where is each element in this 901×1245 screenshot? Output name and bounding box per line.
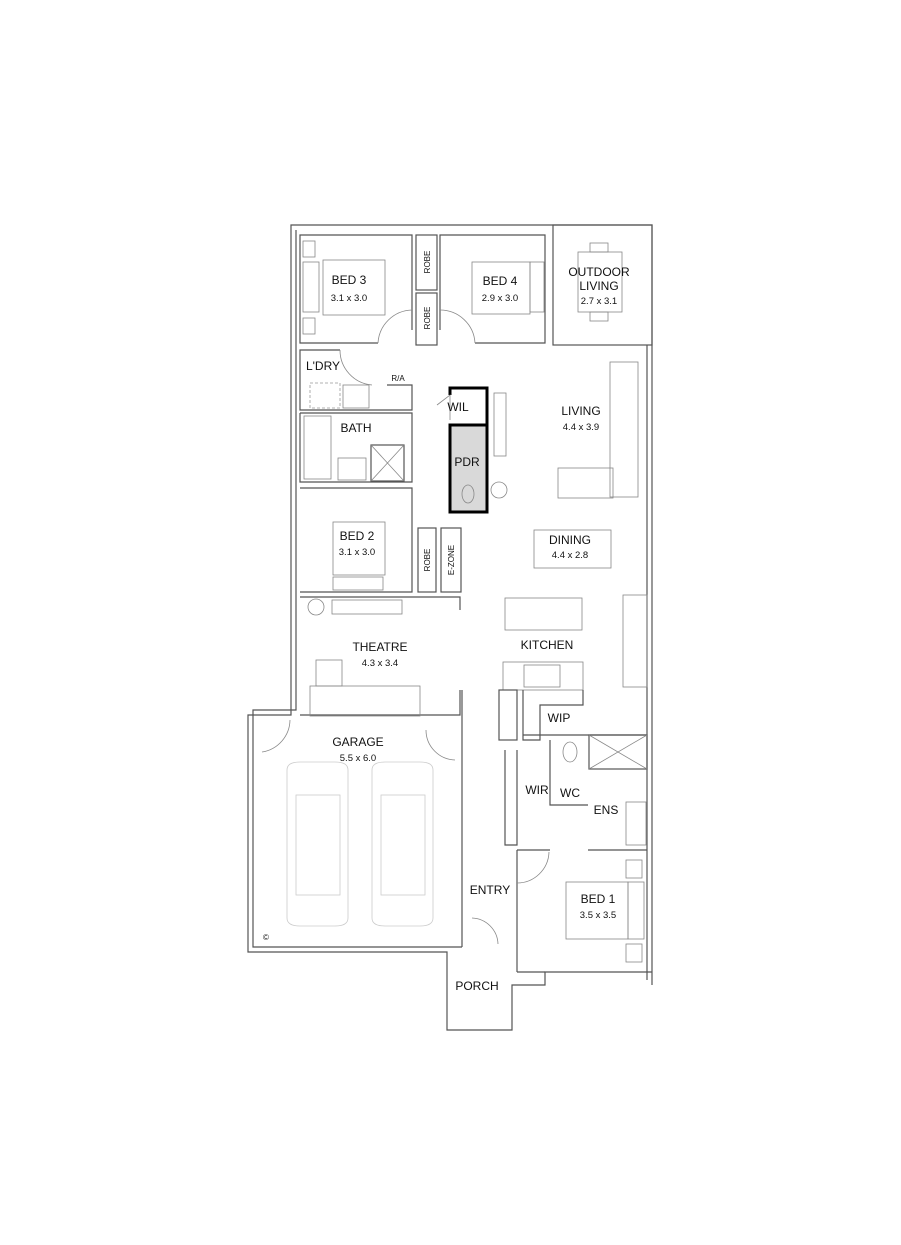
room-label: KITCHEN [521, 638, 574, 652]
room-label: BED 1 [581, 892, 616, 906]
room-bath: BATH [299, 412, 413, 483]
room-label: LIVING [561, 404, 600, 418]
room-size: 5.5 x 6.0 [340, 753, 376, 764]
room-size: 4.3 x 3.4 [362, 658, 398, 669]
room-size: 2.7 x 3.1 [581, 296, 617, 307]
room-label: BED 3 [332, 273, 367, 287]
room-size: 3.1 x 3.0 [331, 293, 367, 304]
room-label: LIVING [579, 279, 618, 293]
room-living: LIVING 4.4 x 3.9 [557, 361, 639, 499]
room-size: 2.9 x 3.0 [482, 293, 518, 304]
room-label: PORCH [455, 979, 498, 993]
room-label: R/A [391, 374, 405, 383]
room-dining: DINING 4.4 x 2.8 [533, 529, 612, 569]
room-label: ROBE [423, 251, 432, 274]
room-label: ROBE [423, 307, 432, 330]
room-garage: GARAGE 5.5 x 6.0 © [261, 719, 456, 942]
room-size: 4.4 x 2.8 [552, 550, 588, 561]
room-label: PDR [454, 455, 480, 469]
room-outdoor-living: OUTDOOR LIVING 2.7 x 3.1 [552, 224, 653, 346]
room-label: ENS [594, 803, 619, 817]
room-size: 4.4 x 3.9 [563, 422, 599, 433]
room-label: BED 2 [340, 529, 375, 543]
room-label: GARAGE [332, 735, 383, 749]
room-robes: ROBE ROBE [415, 234, 438, 346]
room-theatre: THEATRE 4.3 x 3.4 [300, 596, 461, 717]
room-entry: ENTRY [470, 851, 550, 945]
room-porch: PORCH [455, 979, 498, 993]
room-bed-3: BED 3 3.1 x 3.0 [299, 234, 413, 344]
room-label: WIR [525, 783, 549, 797]
room-label: WC [560, 786, 580, 800]
room-label: ENTRY [470, 883, 510, 897]
room-label: WIL [447, 400, 469, 414]
room-label: DINING [549, 533, 591, 547]
room-label: L'DRY [306, 359, 340, 373]
room-bed-1: BED 1 3.5 x 3.5 [517, 849, 647, 963]
room-label: OUTDOOR [568, 265, 630, 279]
room-kitchen: KITCHEN [502, 594, 648, 691]
room-bed-2: BED 2 3.1 x 3.0 ROBE E-ZONE [300, 487, 462, 593]
room-laundry: L'DRY R/A [299, 349, 413, 411]
room-label: THEATRE [352, 640, 407, 654]
room-wet-areas: WIP WC WIR ENS [498, 689, 648, 846]
room-size: 3.5 x 3.5 [580, 910, 616, 921]
room-wil-pdr: WIL PDR [436, 386, 508, 514]
room-label: BED 4 [483, 274, 518, 288]
room-label: ROBE [423, 549, 432, 572]
room-size: 3.1 x 3.0 [339, 547, 375, 558]
room-label: BATH [340, 421, 371, 435]
room-label: E-ZONE [447, 545, 456, 575]
room-label: WIP [548, 711, 571, 725]
room-bed-4: BED 4 2.9 x 3.0 [439, 234, 546, 344]
copyright-mark: © [263, 933, 269, 942]
